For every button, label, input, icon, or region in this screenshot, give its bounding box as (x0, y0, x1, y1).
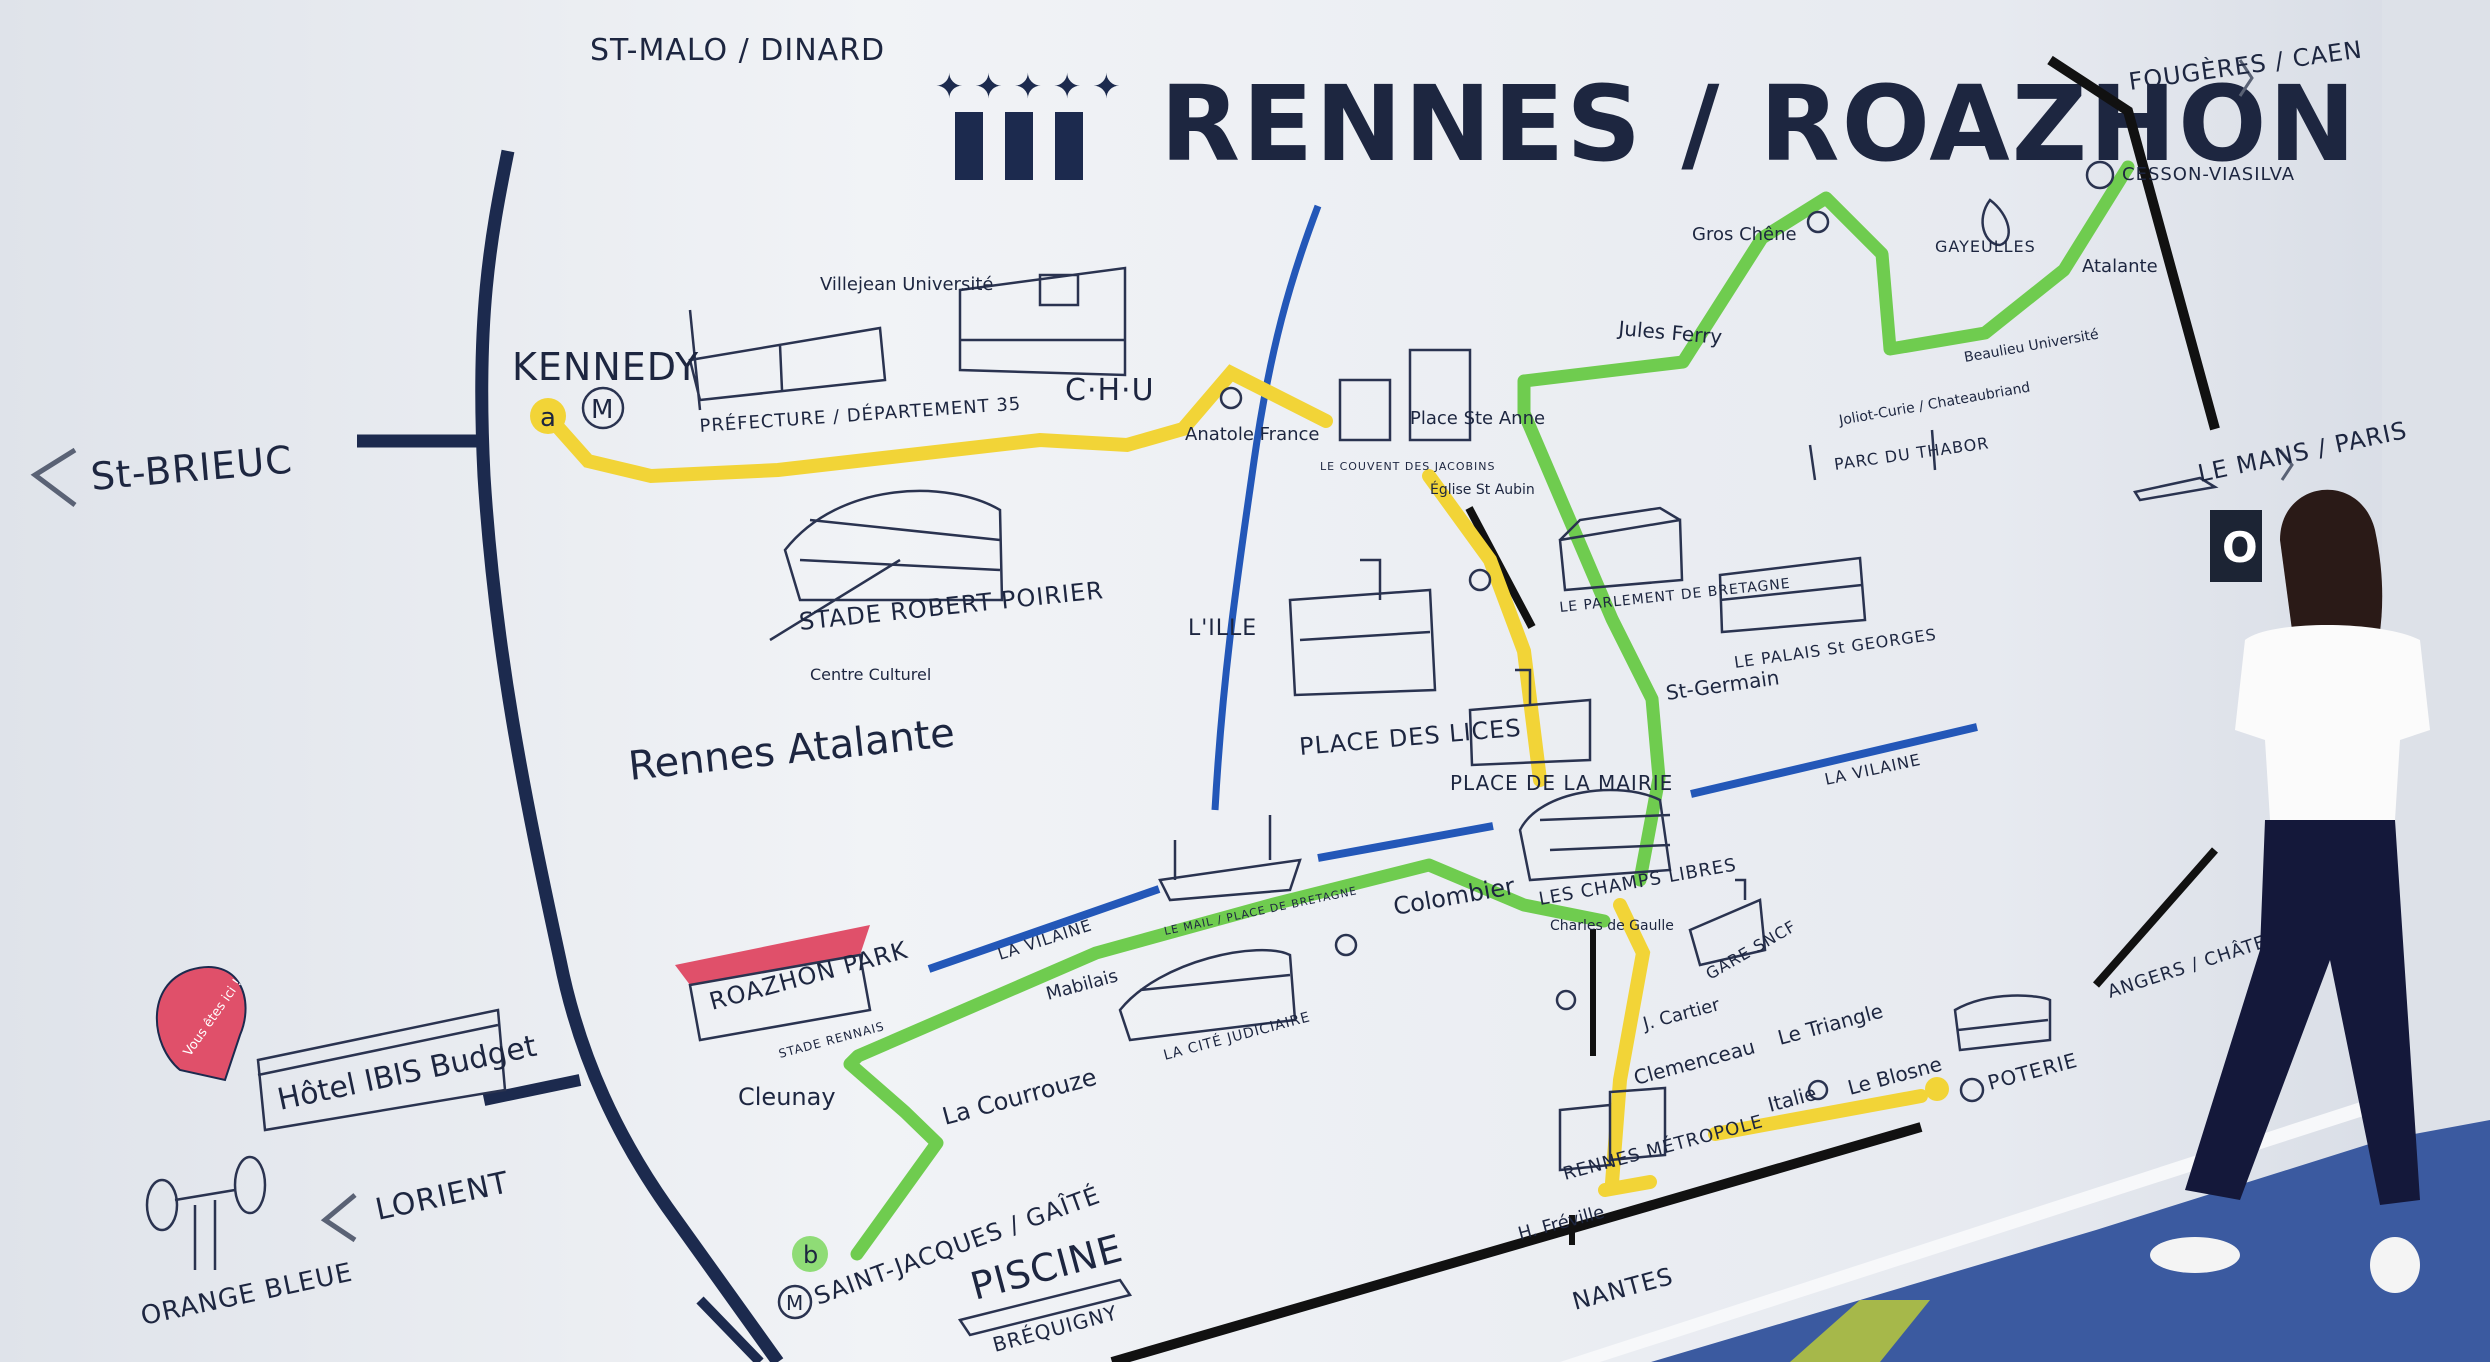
metro-line-b-badge (792, 1236, 828, 1272)
sketch-gayeulles-tree (1981, 198, 2010, 247)
metro-line-a-terminus-poterie (1925, 1077, 1949, 1101)
o-sign: O (2210, 510, 2262, 582)
station-kennedy: KENNEDY (512, 345, 699, 389)
map-title: RENNES / ROAZHON (1160, 63, 2358, 185)
sketch-place-des-lices (1288, 558, 1437, 697)
svg-text:O: O (2222, 523, 2258, 572)
sketch-poterie-stadium (1953, 994, 2052, 1052)
ermine-flag-icon: ✦ ✦ ✦ ✦ ✦ (935, 67, 1121, 180)
sketch-jacobins (1338, 348, 1472, 442)
svg-text:M: M (591, 395, 613, 425)
river-vilaine-west (927, 885, 1161, 973)
metro-m-icon (1555, 989, 1577, 1011)
arrow-right-icon (2278, 449, 2294, 481)
station-gros-chene: Gros Chêne (1692, 224, 1797, 245)
label-eglise-st-aubin: Église St Aubin (1430, 481, 1535, 498)
ring-road-branch-south (696, 1296, 764, 1362)
station-cleunay: Cleunay (738, 1083, 836, 1111)
sketch-stade-robert-poirier (769, 489, 1004, 642)
carpet-green-strip (1790, 1300, 1930, 1362)
station-atalante: Atalante (2082, 256, 2158, 277)
metro-m-icon (1806, 210, 1830, 234)
sketch-palais-st-georges (1718, 556, 1867, 634)
sketch-prefecture (688, 309, 887, 411)
metro-m-icon: M (581, 386, 625, 430)
metro-line-b-label: b (803, 1241, 818, 1269)
label-ille-river: L'ILLE (1188, 616, 1257, 641)
svg-text:✦ ✦ ✦ ✦ ✦: ✦ ✦ ✦ ✦ ✦ (935, 67, 1121, 107)
location-pin-icon: Vous êtes ici ! (155, 966, 247, 1082)
sketch-car (2132, 476, 2219, 502)
label-chu: C·H·U (1065, 373, 1155, 408)
sketch-chu (958, 266, 1127, 377)
ring-road-branch-southwest (482, 1074, 582, 1106)
sketch-champs-libres (1518, 788, 1672, 882)
metro-line-a (541, 364, 1928, 1197)
metro-line-a-label: a (540, 403, 556, 433)
station-cesson-viasilva: CESSON-VIASILVA (2122, 164, 2295, 185)
metro-line-b (843, 160, 2135, 1261)
station-sainte-anne: Place Ste Anne (1410, 408, 1545, 429)
metro-m-icon (1219, 386, 1243, 410)
sketch-cite-judiciaire (1118, 948, 1297, 1042)
sketch-roazhon-park (675, 925, 872, 1042)
sketch-piscine (957, 1278, 1133, 1337)
metro-m-icon (1807, 1079, 1829, 1101)
sketch-gare (1688, 878, 1767, 967)
sketch-orange-bleue-dumbbell (145, 1155, 267, 1270)
metro-line-a-badge (530, 398, 566, 434)
label-villejean: Villejean Université (820, 274, 993, 295)
metro-m-icon (1959, 1077, 1985, 1103)
sketch-mairie (1468, 668, 1592, 767)
road-nantes (1110, 1122, 1923, 1362)
river-vilaine-east (1690, 723, 1978, 798)
arrow-right-icon (2238, 59, 2254, 97)
sketch-le-mail (1158, 815, 1302, 902)
metro-m-icon (1334, 933, 1358, 957)
station-charles-de-gaulle: Charles de Gaulle (1550, 918, 1674, 934)
road-fougeres (2047, 55, 2220, 431)
label-centre-culturel: Centre Culturel (810, 665, 931, 684)
road-angers (2092, 847, 2219, 988)
label-gayeulles: GAYEULLES (1935, 237, 2036, 256)
label-couvent-jacobins: LE COUVENT DES JACOBINS (1320, 460, 1496, 473)
baseboard (1560, 1095, 2382, 1362)
svg-text:M: M (786, 1291, 803, 1315)
river-ille (1211, 204, 1322, 811)
river-vilaine-mid (1317, 822, 1494, 862)
sketch-rennes-metropole (1558, 1086, 1667, 1172)
arrow-left-icon (320, 1193, 357, 1243)
station-place-de-la-mairie: PLACE DE LA MAIRIE (1450, 771, 1673, 795)
direction-st-malo: ST-MALO / DINARD (590, 33, 885, 68)
metro-m-icon: M (777, 1284, 813, 1320)
station-anatole-france: Anatole France (1185, 424, 1319, 445)
arrow-left-icon (30, 447, 77, 507)
ring-road (475, 149, 784, 1362)
sketch-parc-thabor-tree (1808, 429, 1937, 481)
metro-m-icon (1468, 568, 1492, 592)
person (2150, 489, 2430, 1293)
metro-m-icon (2085, 160, 2115, 190)
sketch-parlement (1558, 506, 1684, 592)
sketch-hotel (256, 1008, 507, 1132)
road-center-north (1465, 506, 1536, 629)
